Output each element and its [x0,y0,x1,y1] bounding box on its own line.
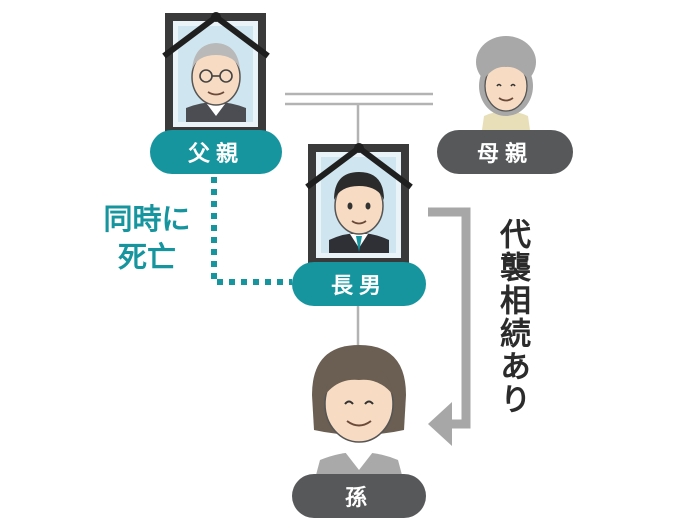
father-label: 父親 [150,130,282,174]
grandchild-avatar-icon [312,345,406,475]
father-avatar-icon [186,43,246,122]
eldest-son-label: 長男 [292,262,426,306]
father-portrait-frame-icon [162,12,270,133]
simultaneous-death-note: 同時に 死亡 [92,200,202,276]
simultaneous-death-note-line1: 同時に [103,202,191,236]
grandchild-label: 孫 [292,474,426,518]
simultaneous-death-dotted-line [211,177,292,285]
mother-avatar-icon [476,36,536,130]
inheritance-arrow [428,207,471,446]
eldest-son-portrait-frame-icon [305,143,413,264]
representative-inheritance-label: 代襲相続あり [494,218,530,416]
eldest-son-avatar-icon [329,172,389,253]
simultaneous-death-note-line2: 死亡 [117,240,176,274]
mother-label: 母親 [437,130,573,174]
connection-lines [285,92,433,345]
